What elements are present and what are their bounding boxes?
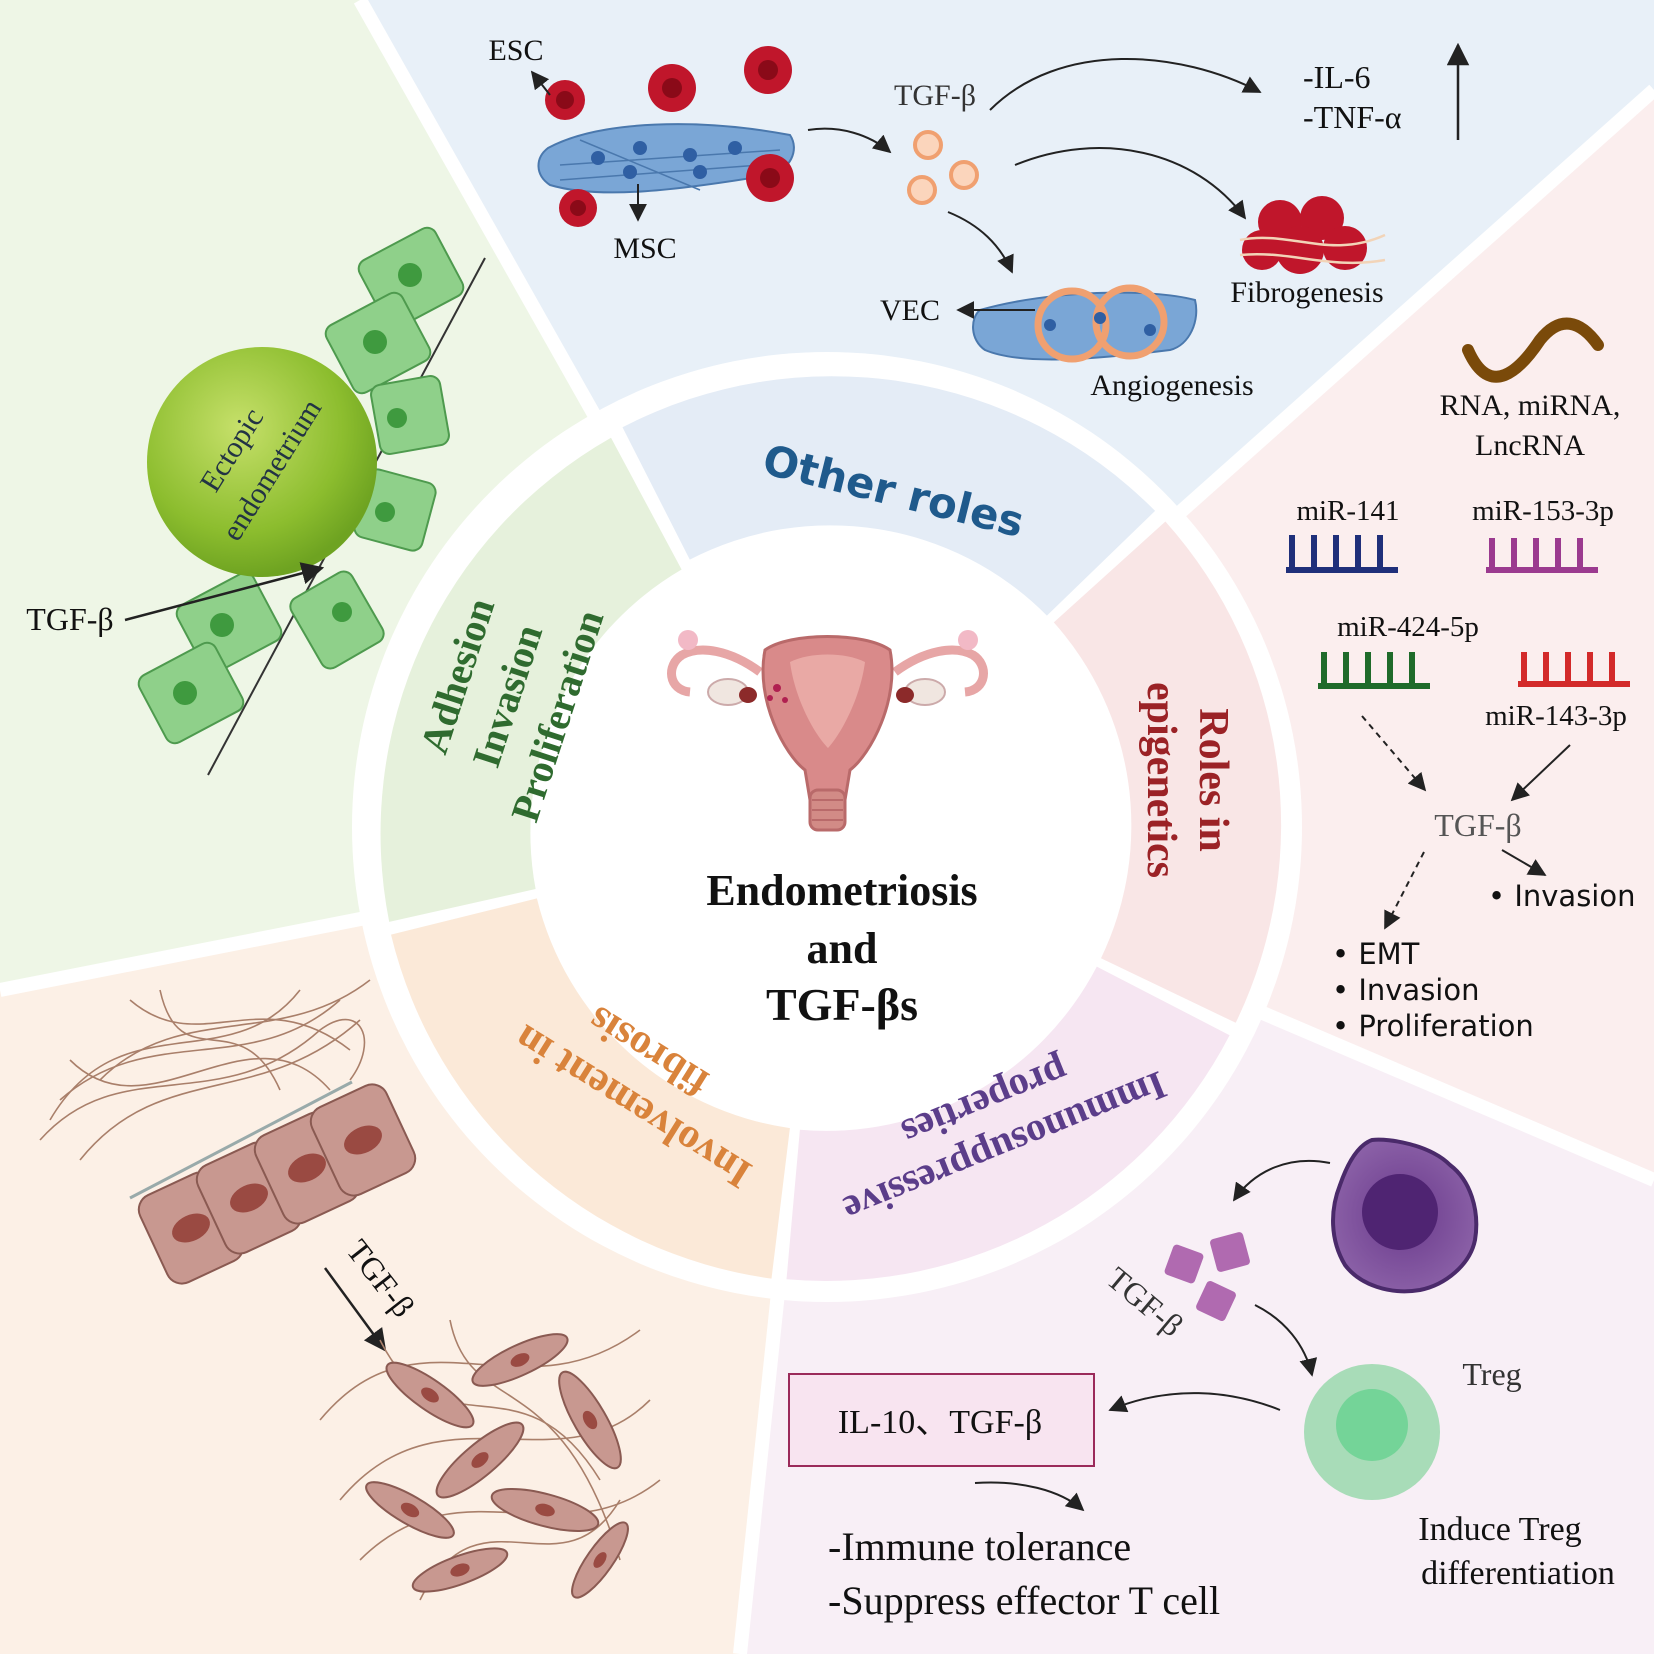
epi-tgf-label: TGF-β <box>1434 807 1521 843</box>
ring-fibrosis <box>391 898 790 1279</box>
cell-nuclei <box>173 263 422 705</box>
induce-label-line2: differentiation <box>1421 1555 1615 1592</box>
mirna-comb-icon <box>1286 535 1630 689</box>
esc-cell-icon <box>545 46 794 227</box>
ring-label-epigenetics: Roles in epigenetics <box>1138 682 1236 878</box>
treg-cell-icon <box>1304 1364 1440 1500</box>
mir141-label: miR-141 <box>1296 495 1399 527</box>
adhesion-panel: Ectopic endometrium TGF-β <box>26 226 486 776</box>
rna-strand-icon <box>1462 317 1604 383</box>
tnf-label: -TNF-α <box>1303 99 1402 135</box>
row-nuclei <box>172 1125 382 1243</box>
ring-immuno <box>786 966 1230 1281</box>
suppress-label: -Suppress effector T cell <box>828 1578 1220 1623</box>
ring-other-roles <box>622 376 1156 616</box>
fibrogenesis-label: Fibrogenesis <box>1230 276 1383 309</box>
ring-epigenetics <box>1053 521 1282 1023</box>
rna-label-line2: LncRNA <box>1475 429 1585 462</box>
epi-emt: • EMT <box>1332 937 1420 971</box>
center-title-line2: and <box>807 924 878 973</box>
tgf-squares-icon <box>1164 1232 1250 1321</box>
tolerance-label: -Immune tolerance <box>828 1524 1131 1569</box>
ring-adhesion <box>380 437 682 922</box>
center-title: Endometriosis and TGF-βs <box>706 866 977 1030</box>
vec-cells-icon <box>972 284 1198 363</box>
mir153-label: miR-153-3p <box>1472 495 1614 527</box>
macrophage-icon <box>1331 1137 1479 1294</box>
tgf-particles-icon <box>907 130 979 205</box>
fibrosis-panel: TGF-β <box>39 979 661 1601</box>
msc-label: MSC <box>613 232 676 265</box>
other-roles-panel: ESC MSC TGF-β -IL-6 -TNF-α Fibrogenesis <box>488 34 1470 402</box>
center-title-line1: Endometriosis <box>706 866 977 915</box>
cytokine-box <box>788 1373 1095 1467</box>
il6-label: -IL-6 <box>1303 59 1371 95</box>
adhesion-tgf-label: TGF-β <box>26 601 113 637</box>
angiogenesis-label: Angiogenesis <box>1090 369 1253 402</box>
collagen-fibers-icon <box>39 979 371 1161</box>
mir143-label: miR-143-3p <box>1485 700 1627 732</box>
msc-cells-icon <box>537 123 795 194</box>
vec-label: VEC <box>880 294 940 327</box>
epi-invasion: • Invasion <box>1332 973 1479 1007</box>
rna-label-line1: RNA, miRNA, <box>1440 389 1621 422</box>
mir424-label: miR-424-5p <box>1337 611 1479 643</box>
ectopic-endometrium-icon <box>147 347 377 577</box>
svg-text:Roles in: Roles in <box>1190 708 1236 852</box>
esc-label: ESC <box>488 34 543 67</box>
treg-label: Treg <box>1462 1356 1521 1392</box>
uterus-icon <box>667 630 988 832</box>
svg-text:epigenetics: epigenetics <box>1138 682 1184 878</box>
immuno-panel: TGF-β Treg IL-10、TGF-β Induce Treg diffe… <box>788 1137 1615 1623</box>
other-tgf-label: TGF-β <box>894 79 976 112</box>
epi-proliferation: • Proliferation <box>1332 1009 1534 1043</box>
epigenetics-panel: RNA, miRNA, LncRNA miR-141 miR-153-3p mi… <box>1286 317 1635 1043</box>
epi-invasion-right: • Invasion <box>1488 879 1635 913</box>
induce-label-line1: Induce Treg <box>1418 1511 1581 1548</box>
fibrogenesis-icon <box>1239 196 1386 274</box>
center-title-line3: TGF-βs <box>766 979 918 1030</box>
fibroblast-icon <box>319 1319 661 1601</box>
cytokine-box-label: IL-10、TGF-β <box>838 1404 1042 1441</box>
